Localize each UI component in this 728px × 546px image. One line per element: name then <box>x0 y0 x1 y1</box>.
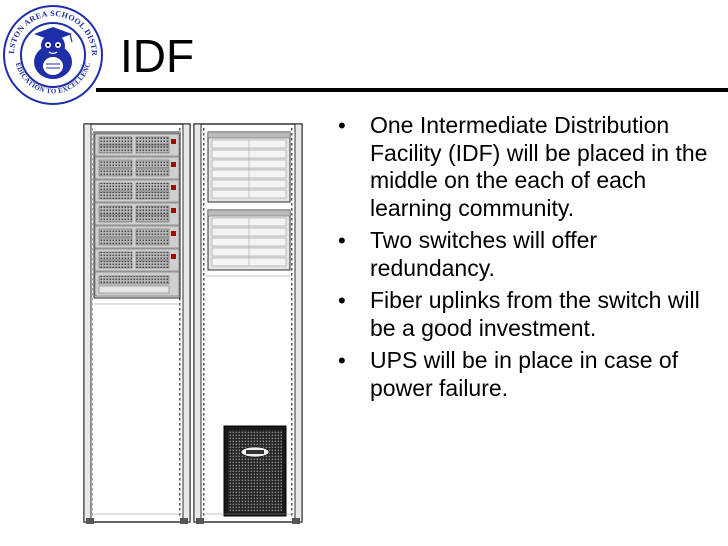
slide-title: IDF <box>120 30 195 82</box>
network-racks-illustration-icon <box>83 123 303 524</box>
bullet-item: Fiber uplinks from the switch will be a … <box>330 287 725 342</box>
bullet-list: One Intermediate Distribution Facility (… <box>330 112 725 407</box>
bullet-item: UPS will be in place in case of power fa… <box>330 347 725 402</box>
title-underline <box>96 88 728 92</box>
bullet-item: Two switches will offer redundancy. <box>330 227 725 282</box>
school-district-seal-icon: BALLSTON AREA SCHOOL DISTRICT DEDICATION… <box>2 4 103 105</box>
bullet-item: One Intermediate Distribution Facility (… <box>330 112 725 222</box>
